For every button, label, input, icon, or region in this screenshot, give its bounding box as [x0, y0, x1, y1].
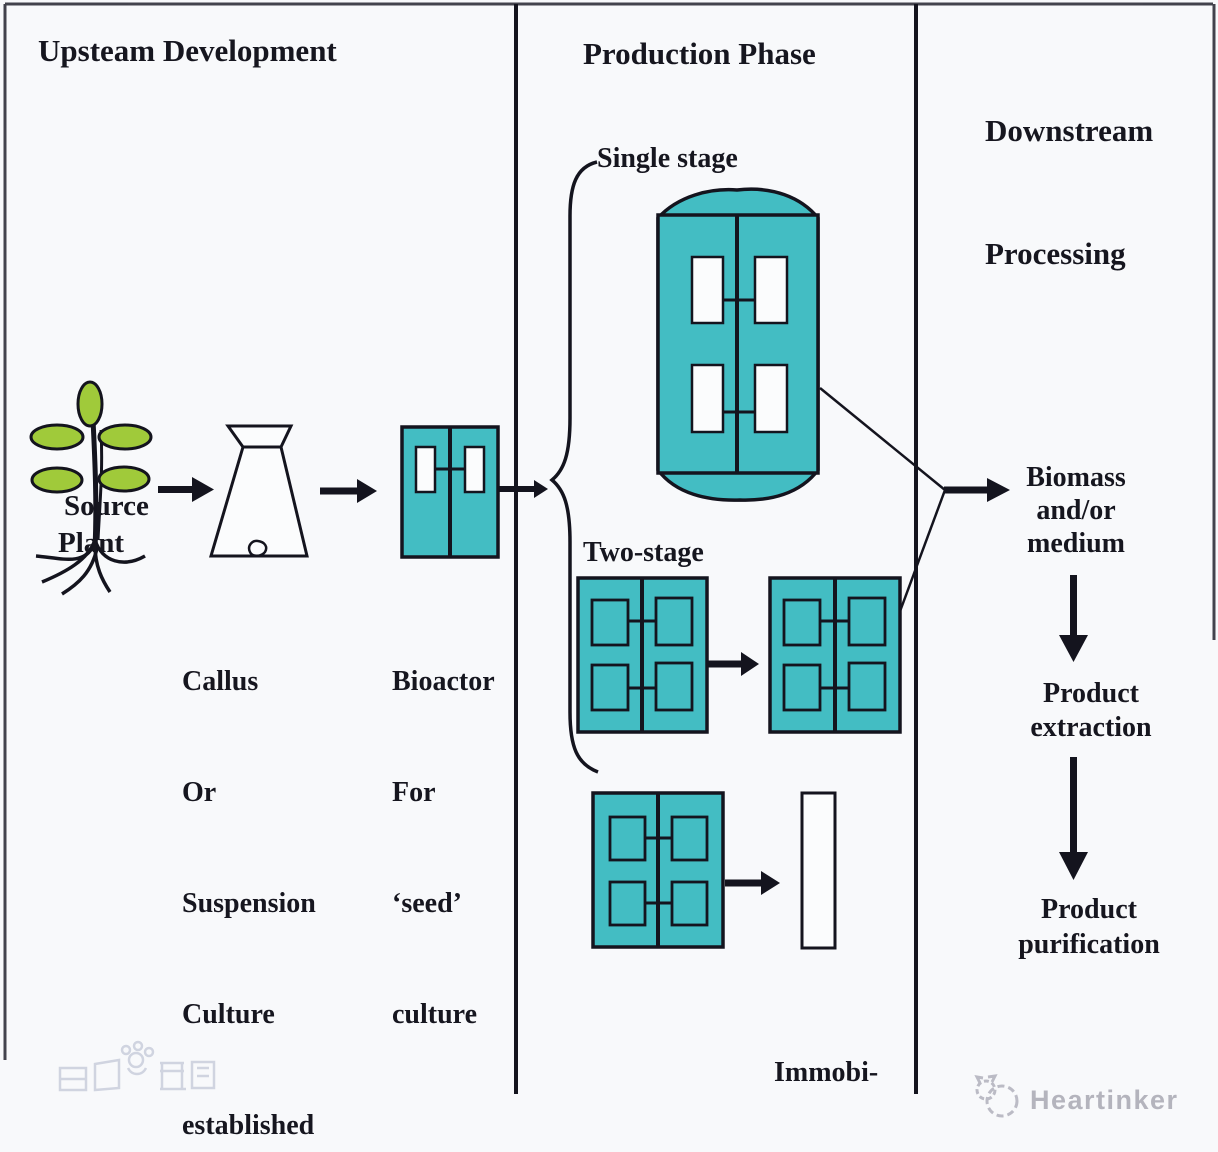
flask-label-line2: Or	[182, 777, 217, 808]
flow-arrow-two-stage	[708, 652, 759, 676]
biomass-label-line3: medium	[1027, 528, 1125, 559]
down-arrow-extraction-to-purification	[1059, 757, 1088, 880]
flow-arrow-flask-to-seed	[320, 479, 377, 503]
flask-label: Callus Or Suspension Culture established	[182, 589, 316, 1152]
single-stage-bioreactor-icon	[656, 187, 820, 502]
product-purification-label: Product purification	[1009, 892, 1169, 962]
extraction-label-line1: Product	[1043, 678, 1139, 709]
product-extraction-label: Product extraction	[1016, 677, 1166, 745]
two-stage-bioreactor-2-icon	[768, 576, 902, 734]
biomass-label: Biomass and/or medium	[1000, 461, 1152, 560]
extraction-label-line2: extraction	[1030, 712, 1152, 743]
flow-arrow-plant-to-flask	[158, 477, 214, 502]
header-downstream: Downstream Processing	[985, 28, 1153, 356]
source-plant-label-line2: Plant	[58, 527, 125, 559]
immobilized-column-icon	[800, 791, 837, 950]
column-dividers	[514, 4, 918, 1094]
purification-label-line2: purification	[1018, 929, 1160, 960]
source-plant-icon	[29, 380, 153, 596]
biomass-label-line2: and/or	[1036, 495, 1116, 526]
two-stage-bioreactor-1-icon	[576, 576, 709, 734]
heartinker-watermark: Heartinker	[1030, 1085, 1179, 1115]
collector-lines	[819, 387, 947, 615]
line-single-stage-to-junction	[819, 387, 946, 491]
immobilized-label: Immobi- lized reactor system	[774, 980, 878, 1152]
source-plant-label-line1: Source	[64, 490, 149, 522]
flask-label-line1: Callus	[182, 666, 259, 697]
down-arrow-biomass-to-extraction	[1059, 575, 1088, 662]
line-two-stage-to-junction	[897, 489, 947, 615]
flow-arrow-to-immobilized	[725, 871, 780, 895]
callus-blob	[247, 539, 268, 557]
curly-brace	[549, 160, 599, 774]
header-production: Production Phase	[583, 36, 816, 71]
plant-roots	[35, 539, 146, 596]
seed-label-line2: For	[392, 777, 436, 808]
header-upstream: Upsteam Development	[38, 33, 337, 68]
cat-sketch-logo-icon	[974, 1074, 1019, 1118]
flask-label-line5: established	[182, 1110, 315, 1141]
seed-label-line4: culture	[392, 999, 478, 1030]
erlenmeyer-flask-icon	[208, 424, 309, 558]
flow-arrow-to-biomass	[944, 478, 1010, 502]
flow-arrow-seed-to-options	[498, 480, 548, 498]
single-stage-label: Single stage	[597, 143, 738, 174]
biomass-label-line1: Biomass	[1026, 462, 1126, 493]
seed-bioreactor-icon	[400, 425, 500, 559]
seed-label-line1: Bioactor	[392, 666, 495, 697]
baidu-baike-watermark-icon	[58, 1040, 216, 1092]
header-downstream-line1: Downstream	[985, 113, 1154, 148]
flask-label-line4: Culture	[182, 999, 275, 1030]
purification-label-line1: Product	[1041, 894, 1137, 925]
two-stage-label: Two-stage	[583, 537, 704, 568]
batch-bioreactor-icon	[591, 791, 725, 949]
flask-label-line3: Suspension	[182, 888, 316, 919]
figure-frame	[3, 2, 1216, 1060]
header-downstream-line2: Processing	[985, 236, 1126, 271]
seed-reactor-label: Bioactor For ‘seed’ culture	[392, 589, 495, 1107]
seed-label-line3: ‘seed’	[392, 888, 462, 919]
immobilized-label-line1: Immobi-	[774, 1057, 879, 1088]
